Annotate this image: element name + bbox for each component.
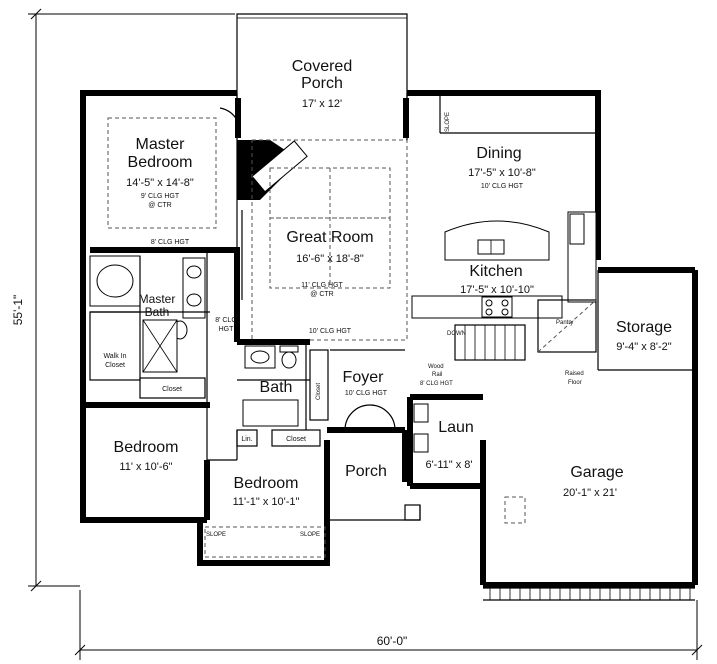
- bedroom-left: Bedroom 11' x 10'-6": [83, 402, 210, 473]
- great-room-clg: 11' CLG HGT: [301, 282, 343, 289]
- pantry-label: Pantry: [556, 320, 573, 326]
- storage-label: Storage: [616, 319, 672, 336]
- covered-porch-label-2: Porch: [301, 75, 343, 92]
- foyer-clg: 10' CLG HGT: [345, 390, 388, 397]
- stair-down-label: DOWN: [447, 331, 466, 337]
- bedroom-center-slope-left: SLOPE: [206, 532, 226, 538]
- master-bedroom-clg: 9' CLG HGT: [141, 193, 180, 200]
- front-porch: Porch: [326, 440, 421, 521]
- walk-in-closet-label-1: Walk In: [103, 353, 126, 360]
- wood-rail: Wood Rail 8' CLG HGT: [420, 364, 453, 387]
- hall: 8' CLG HGT: [215, 250, 240, 342]
- garage-label: Garage: [570, 464, 623, 481]
- walk-in-closet: Walk In Closet: [89, 311, 178, 381]
- raised-floor-label-1: Raised: [565, 371, 584, 377]
- linen-label: Lin.: [241, 436, 252, 443]
- wood-rail-line-1: Wood: [428, 364, 444, 370]
- great-room: Great Room 16'-6" x 18'-8" 11' CLG HGT @…: [237, 139, 408, 341]
- dining-slope: SLOPE: [445, 112, 451, 132]
- porch-label: Porch: [345, 463, 387, 480]
- closet-b-label: Closet: [316, 383, 322, 400]
- width-dimension-label: 60'-0": [377, 634, 408, 648]
- stair-down: DOWN: [447, 324, 526, 361]
- garage-size: 20'-1" x 21': [563, 487, 617, 499]
- dining-size: 17'-5" x 10'-8": [468, 167, 536, 179]
- closet-c-label: Closet: [286, 436, 306, 443]
- closet-b: Closet: [309, 349, 329, 421]
- laundry: Laun 6'-11" x 8': [413, 403, 474, 471]
- exterior-walls: [80, 90, 698, 588]
- covered-porch-size: 17' x 12': [302, 98, 342, 110]
- great-room-clg-ctr: @ CTR: [310, 291, 333, 298]
- laundry-size: 6'-11" x 8': [425, 459, 472, 471]
- master-bath-label-2: Bath: [145, 305, 170, 319]
- closet-c: Closet: [271, 429, 321, 447]
- dining-kitchen: SLOPE Dining 17'-5" x 10'-8" 10' CLG HGT…: [406, 93, 597, 319]
- laundry-label: Laun: [438, 419, 474, 436]
- great-room-label: Great Room: [286, 229, 373, 246]
- bedroom-left-size: 11' x 10'-6": [119, 461, 172, 473]
- hall-clg-1: 8' CLG: [215, 317, 237, 324]
- depth-dimension-label: 55'-1": [11, 295, 25, 326]
- great-room-clg-edge: 10' CLG HGT: [309, 328, 352, 335]
- bedroom-left-label: Bedroom: [114, 439, 179, 456]
- dining-label: Dining: [476, 145, 521, 162]
- master-bedroom-label-1: Master: [136, 136, 186, 153]
- covered-porch-label-1: Covered: [292, 58, 352, 75]
- closet-a: Closet: [139, 377, 206, 399]
- bath-label: Bath: [260, 379, 293, 396]
- master-bath-label-1: Master: [139, 292, 176, 306]
- bedroom-center-slope-right: SLOPE: [300, 532, 320, 538]
- raised-floor-label-2: Floor: [568, 380, 582, 386]
- foyer: Foyer 10' CLG HGT: [330, 349, 405, 431]
- storage: Storage 9'-4" x 8'-2": [597, 270, 695, 371]
- hall-clg-2: HGT: [219, 326, 235, 333]
- width-dimension: 60'-0": [74, 590, 703, 660]
- master-bedroom-label-2: Bedroom: [128, 154, 193, 171]
- kitchen-label: Kitchen: [469, 263, 522, 280]
- bedroom-center-size: 11'-1" x 10'-1": [233, 496, 300, 508]
- master-bedroom-clg-ctr: @ CTR: [148, 202, 171, 209]
- wood-rail-line-2: Rail: [432, 372, 442, 378]
- dining-clg: 10' CLG HGT: [481, 183, 524, 190]
- great-room-size: 16'-6" x 18'-8": [296, 253, 364, 265]
- garage: Garage 20'-1" x 21': [483, 464, 695, 601]
- bedroom-center-label: Bedroom: [234, 475, 299, 492]
- kitchen-size: 17'-5" x 10'-10": [460, 284, 534, 296]
- wood-rail-line-3: 8' CLG HGT: [420, 381, 453, 387]
- master-bath: Master Bath: [89, 250, 210, 405]
- depth-dimension: 55'-1": [11, 8, 235, 592]
- walk-in-closet-label-2: Closet: [105, 362, 125, 369]
- pantry: Pantry Raised Floor: [537, 299, 597, 386]
- master-bedroom-size: 14'-5" x 14'-8": [126, 177, 194, 189]
- master-bedroom: Master Bedroom 14'-5" x 14'-8" 9' CLG HG…: [90, 93, 240, 253]
- bedroom-center: SLOPE SLOPE Bedroom 11'-1" x 10'-1": [204, 430, 326, 558]
- storage-size: 9'-4" x 8'-2": [616, 341, 672, 353]
- master-clg-note: 8' CLG HGT: [151, 239, 190, 246]
- covered-porch: Covered Porch 17' x 12': [235, 13, 409, 138]
- foyer-label: Foyer: [343, 369, 385, 386]
- bath: Bath: [237, 339, 310, 430]
- linen-closet: Lin.: [236, 429, 258, 447]
- closet-a-label: Closet: [162, 386, 182, 393]
